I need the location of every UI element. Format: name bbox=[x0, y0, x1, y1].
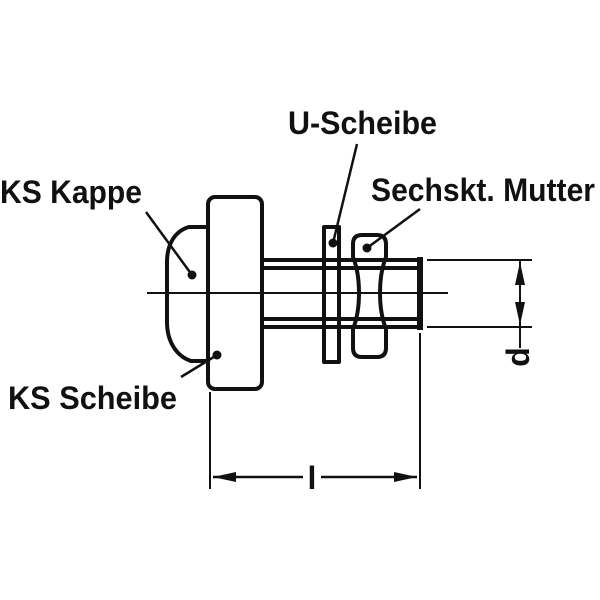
ks-kappe-label: KS Kappe bbox=[0, 174, 142, 210]
u-scheibe-label: U-Scheibe bbox=[288, 105, 437, 141]
u-scheibe-leader-line bbox=[331, 143, 359, 244]
diameter-label-group: d bbox=[500, 347, 536, 367]
u-scheibe-washer-outline bbox=[322, 225, 341, 364]
length-label: l bbox=[308, 460, 317, 496]
ks-kappe-dome-outline bbox=[165, 225, 209, 363]
ks-scheibe-leader-dot bbox=[212, 350, 222, 360]
ks-scheibe-label: KS Scheibe bbox=[8, 380, 177, 416]
length-arrowhead-left bbox=[213, 472, 236, 482]
diameter-label: d bbox=[500, 347, 536, 367]
ks-kappe-leader-line bbox=[144, 211, 194, 276]
hex-nut-leader-dot bbox=[362, 243, 372, 253]
hex-nut-leader-line bbox=[366, 207, 421, 250]
u-scheibe-leader-dot bbox=[328, 238, 338, 248]
length-arrowhead-right bbox=[394, 472, 417, 482]
hex-nut-outline bbox=[351, 233, 388, 359]
ks-scheibe-leader-line bbox=[180, 353, 218, 379]
diameter-arrowhead-down bbox=[515, 302, 525, 325]
ks-kappe-leader-dot bbox=[187, 270, 197, 280]
ks-scheibe-body-outline bbox=[206, 195, 264, 391]
sechskt-mutter-label: Sechskt. Mutter bbox=[371, 172, 595, 208]
diameter-arrowhead-up bbox=[515, 262, 525, 285]
